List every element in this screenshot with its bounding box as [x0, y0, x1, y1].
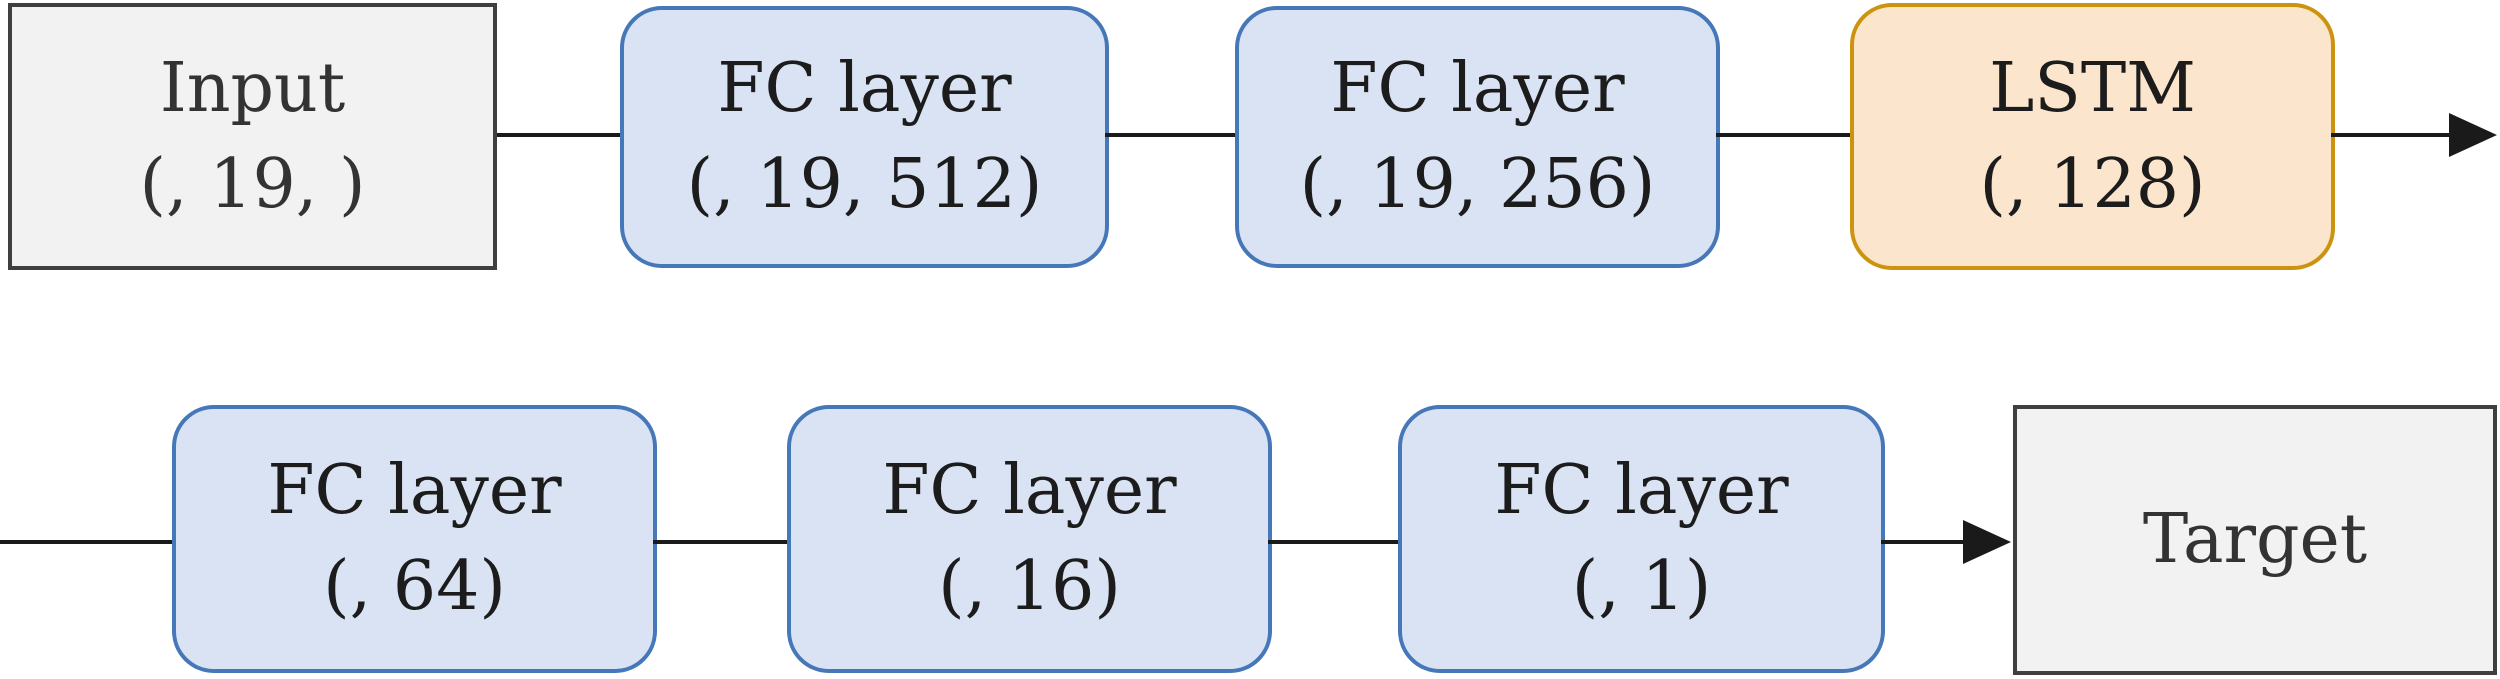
node-fc3-shape: (, 64)	[323, 547, 506, 626]
connector-fc1-fc2	[1105, 133, 1237, 137]
node-lstm-shape: (, 128)	[1979, 144, 2206, 224]
connector-input-fc1	[497, 133, 624, 137]
node-target-label: Target	[2142, 500, 2368, 579]
node-input-shape: (, 19, )	[139, 144, 366, 224]
node-fc-layer-2: FC layer (, 19, 256)	[1235, 6, 1720, 268]
node-fc2-label: FC layer	[1330, 49, 1625, 128]
connector-fc4-fc5	[1268, 540, 1400, 544]
node-fc4-shape: (, 16)	[938, 547, 1121, 626]
connector-fc5-target	[1881, 540, 1969, 544]
connector-fc2-lstm	[1716, 133, 1852, 137]
node-fc3-label: FC layer	[267, 451, 562, 530]
connector-in-fc3	[0, 540, 174, 544]
node-fc4-label: FC layer	[882, 451, 1177, 530]
connector-fc3-fc4	[653, 540, 789, 544]
node-fc5-shape: (, 1)	[1571, 547, 1712, 626]
node-fc2-shape: (, 19, 256)	[1299, 145, 1656, 224]
node-lstm: LSTM (, 128)	[1850, 3, 2335, 270]
node-fc-layer-1: FC layer (, 19, 512)	[620, 6, 1109, 268]
arrowhead-right-icon	[2449, 113, 2497, 157]
node-fc-layer-4: FC layer (, 16)	[787, 405, 1272, 673]
node-fc1-shape: (, 19, 512)	[686, 145, 1043, 224]
arrowhead-target-icon	[1963, 520, 2011, 564]
node-input: Input (, 19, )	[8, 3, 497, 270]
node-fc5-label: FC layer	[1494, 451, 1789, 530]
node-fc-layer-3: FC layer (, 64)	[172, 405, 657, 673]
node-target: Target	[2013, 405, 2497, 675]
connector-lstm-out	[2331, 133, 2456, 137]
node-lstm-label: LSTM	[1989, 48, 2196, 128]
node-fc1-label: FC layer	[717, 49, 1012, 128]
node-input-label: Input	[159, 48, 346, 128]
node-fc-layer-5: FC layer (, 1)	[1398, 405, 1885, 673]
